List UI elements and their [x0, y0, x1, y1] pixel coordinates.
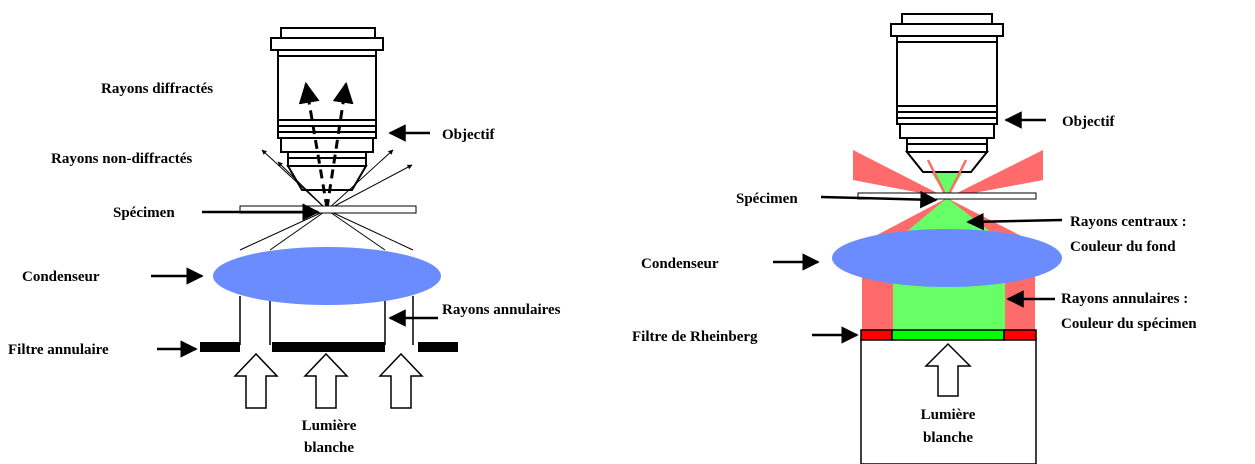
right-light-arrow: [924, 342, 972, 397]
right-label-objective: Objectif: [1062, 114, 1115, 130]
right-label-central-rays-line2: Couleur du fond: [1070, 239, 1176, 255]
right-label-rheinberg-filter: Filtre de Rheinberg: [632, 329, 758, 345]
right-diffracted-rays: [926, 159, 968, 199]
left-label-light-line2: blanche: [304, 440, 354, 456]
left-pointer-arrows: [151, 124, 438, 358]
right-diagram: Objectif Spécimen Rayons centraux : Coul…: [632, 13, 1197, 464]
left-label-non-diffracted: Rayons non-diffractés: [51, 151, 192, 167]
left-diagram: Rayons diffractés Objectif Rayons non-di…: [8, 27, 561, 456]
right-pointer-arrows: [773, 111, 1063, 344]
right-label-light-line1: Lumière: [921, 407, 976, 423]
left-annular-filter: [200, 342, 458, 352]
left-label-annular-filter: Filtre annulaire: [8, 342, 109, 358]
right-label-condenser: Condenseur: [641, 256, 719, 272]
left-label-diffracted: Rayons diffractés: [101, 81, 213, 97]
right-label-light-line2: blanche: [923, 430, 973, 446]
right-condenser: [832, 229, 1062, 287]
right-label-central-rays-line1: Rayons centraux :: [1070, 214, 1187, 230]
right-specimen-slide: [857, 192, 1037, 200]
left-label-objective: Objectif: [442, 127, 495, 143]
right-label-specimen: Spécimen: [736, 191, 798, 207]
left-label-condenser: Condenseur: [22, 269, 100, 285]
left-diffracted-rays: [298, 81, 354, 209]
right-central-cone-top: [929, 169, 965, 198]
left-light-arrows: [233, 352, 424, 409]
left-condenser: [213, 247, 441, 305]
right-objective: [890, 13, 1004, 173]
left-annular-rays: [239, 296, 414, 345]
left-label-specimen: Spécimen: [113, 205, 175, 221]
left-label-annular-rays: Rayons annulaires: [442, 302, 561, 318]
left-objective: [270, 27, 384, 191]
right-label-annular-rays-line1: Rayons annulaires :: [1061, 291, 1188, 307]
left-non-diffracted-rays: [239, 149, 414, 251]
right-rheinberg-filter: [860, 329, 1037, 341]
right-annular-cone-top: [853, 150, 1043, 198]
right-label-annular-rays-line2: Couleur du spécimen: [1061, 316, 1197, 332]
left-label-light-line1: Lumière: [302, 418, 357, 434]
left-specimen-slide: [239, 205, 417, 214]
